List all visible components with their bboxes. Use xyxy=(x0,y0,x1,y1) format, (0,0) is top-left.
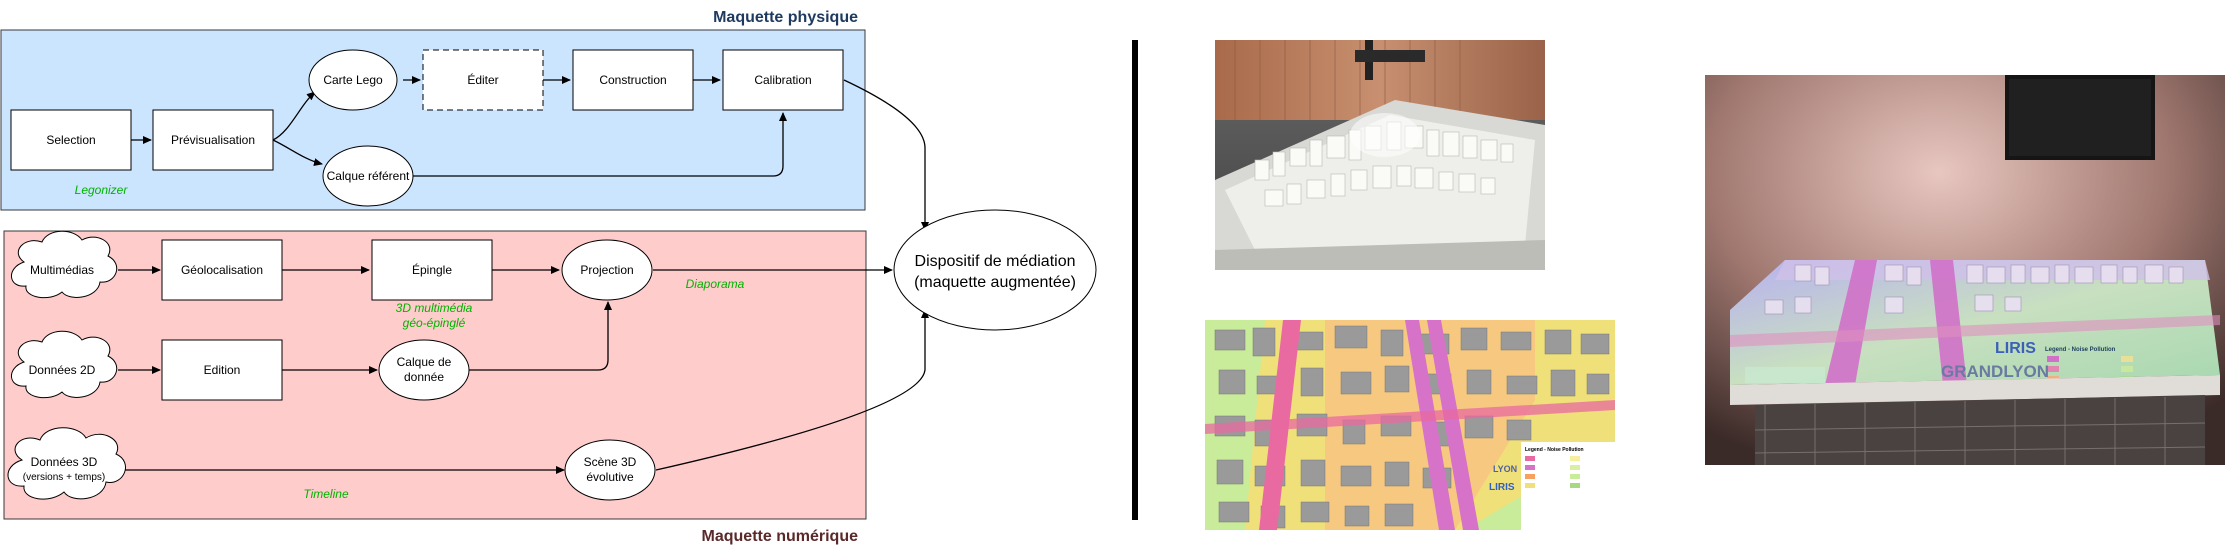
noise-map-graphic: Legend - Noise Pollution LYON LIRIS xyxy=(1205,320,1615,530)
lego-map-ellipse xyxy=(308,49,398,111)
timeline-label: Timeline xyxy=(303,487,349,501)
geo-pinned-label-line2: géo-épinglé xyxy=(403,316,466,330)
data3d-label-line1: Données 3D xyxy=(31,455,98,469)
projection-label: Projection xyxy=(580,263,633,277)
calibration-box xyxy=(722,49,844,111)
data2d-label: Données 2D xyxy=(29,363,96,377)
scene3d-label-line1: Scène 3D xyxy=(584,455,637,469)
augmented-brand-liris: LIRIS xyxy=(1995,340,2036,357)
augmented-brand-grandlyon: GRANDLYON xyxy=(1941,362,2049,381)
edit-label: Éditer xyxy=(467,72,498,87)
data-layer-ellipse xyxy=(378,339,470,401)
physical-edges xyxy=(131,76,929,231)
pinned-label: Épingle xyxy=(412,262,452,277)
map-brand-liris: LIRIS xyxy=(1489,482,1515,493)
data-layer-label-line2: donnée xyxy=(404,370,444,384)
multimedia-cloud xyxy=(11,230,118,299)
selection-label: Selection xyxy=(46,133,95,147)
data3d-cloud xyxy=(7,427,126,500)
slideshow-label: Diaporama xyxy=(686,277,745,291)
data3d-label-line2: (versions + temps) xyxy=(23,472,106,483)
vertical-separator xyxy=(1132,40,1138,520)
augmented-model-photo: LIRIS Legend - Noise Pollution GRANDLYON xyxy=(1705,75,2225,465)
projection-ellipse xyxy=(561,239,653,301)
mediation-device-label-line2: (maquette augmentée) xyxy=(914,274,1076,291)
map-brand-lyon: LYON xyxy=(1493,464,1517,474)
mediation-device-label-line1: Dispositif de médiation xyxy=(915,253,1076,270)
map-legend-swatches xyxy=(1525,456,1580,488)
physical-model-photo-image xyxy=(1215,40,1545,270)
legonizer-label: Legonizer xyxy=(75,183,129,197)
mediation-device-ellipse xyxy=(893,209,1097,331)
scene3d-label-line2: évolutive xyxy=(586,470,634,484)
edition-box xyxy=(161,339,283,401)
reference-layer-label: Calque référent xyxy=(327,169,410,183)
workflow-diagram: Maquette physique Maquette numérique Sel… xyxy=(0,9,1097,545)
reference-layer-ellipse xyxy=(322,145,414,207)
geolocation-box xyxy=(161,239,283,301)
preview-label: Prévisualisation xyxy=(171,133,255,147)
pinned-box xyxy=(371,239,493,301)
data2d-cloud xyxy=(11,330,118,399)
preview-box xyxy=(152,109,274,171)
digital-edges xyxy=(118,266,929,474)
scene3d-ellipse xyxy=(564,439,656,501)
physical-model-photo xyxy=(1215,40,1545,270)
augmented-model-graphic: LIRIS Legend - Noise Pollution GRANDLYON xyxy=(1705,75,2225,465)
edit-box xyxy=(422,49,544,111)
augmented-legend-title: Legend - Noise Pollution xyxy=(2045,347,2116,353)
geo-pinned-label-line1: 3D multimédia xyxy=(396,301,473,315)
selection-box xyxy=(10,109,132,171)
construction-label: Construction xyxy=(599,73,666,87)
edition-label: Edition xyxy=(204,363,241,377)
digital-model-title: Maquette numérique xyxy=(702,528,859,545)
data-layer-label-line1: Calque de xyxy=(397,355,452,369)
multimedia-label: Multimédias xyxy=(30,263,94,277)
map-legend-title: Legend - Noise Pollution xyxy=(1525,447,1584,453)
geolocation-label: Géolocalisation xyxy=(181,263,263,277)
construction-box xyxy=(572,49,694,111)
noise-map-image: Legend - Noise Pollution LYON LIRIS xyxy=(1205,320,1615,530)
lego-map-label: Carte Lego xyxy=(323,73,383,87)
calibration-label: Calibration xyxy=(754,73,811,87)
physical-model-title: Maquette physique xyxy=(713,9,858,26)
